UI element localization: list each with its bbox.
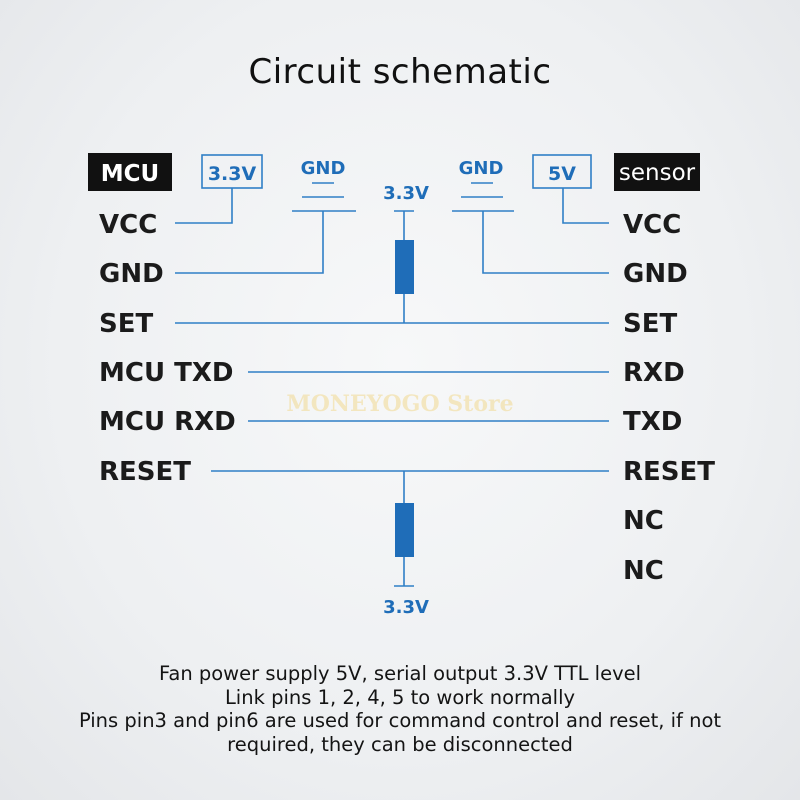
sensor-label: sensor <box>619 160 696 186</box>
note-line-3: Pins pin3 and pin6 are used for command … <box>78 709 722 732</box>
wire-sensor-vcc <box>562 188 609 224</box>
sensor-supply-box <box>532 154 592 189</box>
store-watermark: MONEYOGO Store <box>286 391 513 417</box>
pullup-top-label: 3.3V <box>383 183 429 204</box>
diagram-title: Circuit schematic <box>248 52 552 92</box>
gnd-right-label: GND <box>459 158 504 179</box>
note-line-1: Fan power supply 5V, serial output 3.3V … <box>158 662 642 685</box>
ground-symbol-left <box>292 182 356 212</box>
left-pin-gnd: GND <box>99 259 164 289</box>
left-pin-mcu-txd: MCU TXD <box>99 358 233 388</box>
right-pin-vcc: VCC <box>623 210 681 240</box>
left-pin-set: SET <box>99 309 153 339</box>
resistor-top <box>395 240 414 294</box>
wire-sensor-gnd <box>482 211 609 274</box>
left-pin-vcc: VCC <box>99 210 157 240</box>
left-pin-mcu-rxd: MCU RXD <box>99 407 236 437</box>
ground-symbol-right <box>452 182 514 212</box>
wire-mcu-vcc <box>175 188 233 224</box>
sensor-label-box <box>614 153 700 191</box>
right-pin-rxd: RXD <box>623 358 685 388</box>
left-pin-reset: RESET <box>99 457 191 487</box>
right-pin-reset: RESET <box>623 457 715 487</box>
right-pin-nc-1: NC <box>623 506 664 536</box>
right-pin-gnd: GND <box>623 259 688 289</box>
mcu-label: MCU <box>101 161 159 187</box>
right-pin-set: SET <box>623 309 677 339</box>
mcu-label-box <box>88 153 172 191</box>
right-pin-txd: TXD <box>623 407 682 437</box>
pullup-bottom-label: 3.3V <box>383 597 429 618</box>
note-line-2: Link pins 1, 2, 4, 5 to work normally <box>224 685 576 709</box>
resistor-bottom <box>395 503 414 557</box>
sensor-supply-label: 5V <box>548 163 576 185</box>
mcu-supply-label: 3.3V <box>208 163 257 185</box>
gnd-left-label: GND <box>301 158 346 179</box>
notes-block: Fan power supply 5V, serial output 3.3V … <box>0 662 800 756</box>
note-line-4: required, they can be disconnected <box>227 732 573 756</box>
right-pin-nc-2: NC <box>623 556 664 586</box>
wire-mcu-gnd <box>175 211 324 274</box>
